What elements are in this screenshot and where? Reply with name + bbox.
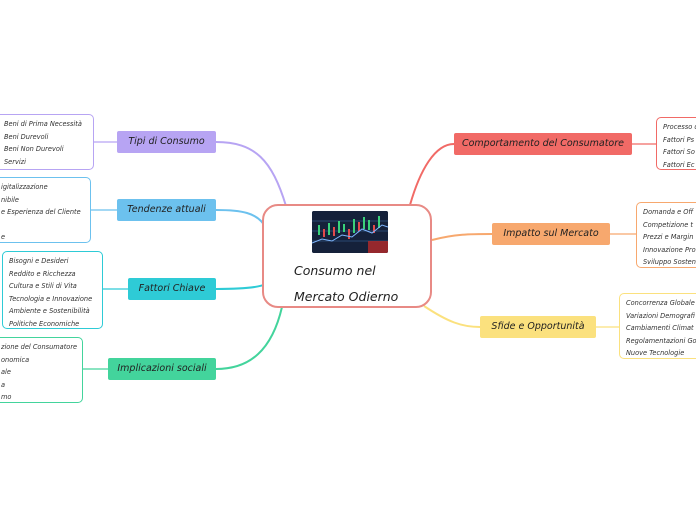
topic-fattori-chiave[interactable]: Fattori Chiave <box>128 278 216 300</box>
central-title-line-1: Consumo nel <box>294 258 424 284</box>
list-item[interactable]: Beni Non Durevoli <box>4 143 87 156</box>
edge-tipi-di-consumo <box>216 142 286 206</box>
list-item[interactable]: Fattori Ps <box>663 134 696 147</box>
list-item[interactable]: igitalizzazione <box>1 181 84 194</box>
topic-label: Tendenze attuali <box>127 204 206 215</box>
list-item[interactable]: e <box>1 231 84 243</box>
edge-comportamento <box>410 144 454 205</box>
subtopic-box-comportamento[interactable]: Processo d Fattori Ps Fattori So Fattori… <box>656 117 696 170</box>
stock-chart-photo <box>312 211 388 253</box>
central-topic-title: Consumo nel Mercato Odierno <box>294 258 424 310</box>
list-item[interactable]: Bisogni e Desideri <box>9 255 96 268</box>
list-item[interactable]: Beni Durevoli <box>4 131 87 144</box>
topic-label: Implicazioni sociali <box>117 363 206 374</box>
list-item[interactable]: Prezzi e Margin <box>643 231 696 244</box>
subtopic-box-sfide[interactable]: Concorrenza Globale Variazioni Demografi… <box>619 293 696 359</box>
subtopic-box-tendenze[interactable]: igitalizzazione nibile e Esperienza del … <box>0 177 91 243</box>
list-item[interactable]: ale <box>1 366 76 379</box>
topic-comportamento-del-consumatore[interactable]: Comportamento del Consumatore <box>454 133 632 155</box>
list-item[interactable]: Processo d <box>663 121 696 134</box>
list-item[interactable]: a <box>1 379 76 392</box>
list-item[interactable]: Politiche Economiche <box>9 318 96 330</box>
list-item[interactable]: Fattori Ec <box>663 159 696 171</box>
topic-sfide-e-opportunita[interactable]: Sfide e Opportunità <box>480 316 596 338</box>
list-item[interactable]: e Esperienza del Cliente <box>1 206 84 219</box>
list-item[interactable]: Domanda e Off <box>643 206 696 219</box>
list-item[interactable]: nibile <box>1 194 84 207</box>
topic-impatto-sul-mercato[interactable]: Impatto sul Mercato <box>492 223 610 245</box>
topic-tendenze-attuali[interactable]: Tendenze attuali <box>117 199 216 221</box>
topic-tipi-di-consumo[interactable]: Tipi di Consumo <box>117 131 216 153</box>
subtopic-box-tipi[interactable]: Beni di Prima Necessità Beni Durevoli Be… <box>0 114 94 170</box>
list-item[interactable]: Concorrenza Globale <box>626 297 696 310</box>
list-item[interactable]: mo <box>1 391 76 403</box>
list-item[interactable]: zione del Consumatore <box>1 341 76 354</box>
list-item[interactable]: Regolamentazioni Go <box>626 335 696 348</box>
list-item[interactable]: Tecnologia e Innovazione <box>9 293 96 306</box>
edge-impatto <box>432 234 492 240</box>
topic-label: Comportamento del Consumatore <box>462 138 624 149</box>
edge-implicazioni-sociali <box>216 307 282 369</box>
edge-fattori-chiave <box>216 284 266 289</box>
subtopic-box-fattori[interactable]: Bisogni e Desideri Reddito e Ricchezza C… <box>2 251 103 329</box>
edge-sfide <box>424 306 480 327</box>
list-item[interactable]: Ambiente e Sostenibilità <box>9 305 96 318</box>
list-item[interactable]: Fattori So <box>663 146 696 159</box>
topic-label: Fattori Chiave <box>139 283 206 294</box>
subtopic-box-implicazioni[interactable]: zione del Consumatore onomica ale a mo <box>0 337 83 403</box>
list-item[interactable]: Variazioni Demografi <box>626 310 696 323</box>
central-title-line-2: Mercato Odierno <box>294 284 424 310</box>
topic-implicazioni-sociali[interactable]: Implicazioni sociali <box>108 358 216 380</box>
list-item[interactable]: Sviluppo Sosten <box>643 256 696 268</box>
list-item[interactable]: Cultura e Stili di Vita <box>9 280 96 293</box>
subtopic-box-impatto[interactable]: Domanda e Off Competizione t Prezzi e Ma… <box>636 202 696 268</box>
list-item[interactable]: Beni di Prima Necessità <box>4 118 87 131</box>
topic-label: Impatto sul Mercato <box>503 228 598 239</box>
list-item[interactable]: Cambiamenti Climat <box>626 322 696 335</box>
list-item[interactable]: Nuove Tecnologie <box>626 347 696 359</box>
list-item[interactable]: Servizi <box>4 156 87 169</box>
central-topic-node[interactable]: Consumo nel Mercato Odierno <box>262 204 432 308</box>
list-item[interactable] <box>1 219 84 232</box>
topic-label: Tipi di Consumo <box>128 136 204 147</box>
list-item[interactable]: Reddito e Ricchezza <box>9 268 96 281</box>
topic-label: Sfide e Opportunità <box>491 321 584 332</box>
list-item[interactable]: Competizione t <box>643 219 696 232</box>
list-item[interactable]: Innovazione Pro <box>643 244 696 257</box>
list-item[interactable]: onomica <box>1 354 76 367</box>
edge-tendenze-attuali <box>216 210 266 228</box>
